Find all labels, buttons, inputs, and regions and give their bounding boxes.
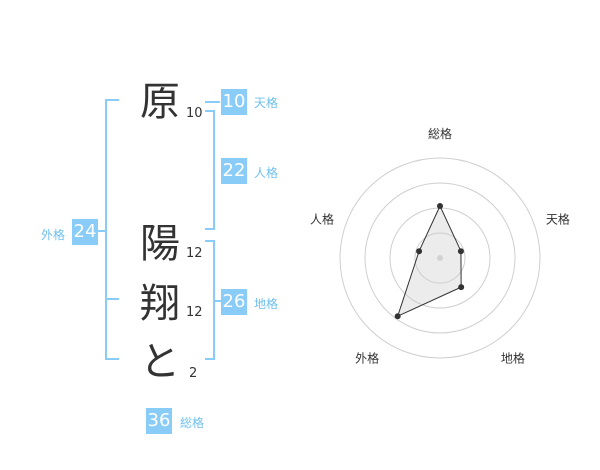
gaikaku-bracket-top — [105, 99, 119, 101]
soukaku-label: 総格 — [180, 416, 205, 430]
chikaku-label: 地格 — [254, 297, 279, 311]
radar-ring — [414, 232, 466, 284]
stroke-count-2: 12 — [186, 246, 203, 261]
stroke-count-4: 2 — [189, 366, 198, 381]
radar-ring — [339, 157, 541, 359]
gaikaku-badge: 24 — [72, 219, 98, 245]
gaikaku-label: 外格 — [41, 228, 66, 242]
radar-series — [394, 203, 465, 320]
radar-polygon — [396, 204, 462, 318]
radar-axis-label: 外格 — [355, 350, 379, 365]
stroke-count-1: 10 — [186, 106, 203, 121]
jinkaku-bracket-bottom — [205, 228, 215, 230]
radar-point — [457, 248, 464, 255]
name-char-4: と — [140, 339, 180, 385]
radar-axis-label: 人格 — [310, 212, 334, 227]
tenkaku-badge: 10 — [221, 89, 247, 115]
jinkaku-label: 人格 — [254, 166, 279, 180]
name-char-2: 陽 — [140, 221, 180, 267]
radar-point — [416, 248, 423, 255]
chikaku-badge: 26 — [221, 289, 247, 315]
radar-ring — [364, 182, 516, 334]
radar-point — [458, 284, 465, 291]
stroke-count-3: 12 — [186, 305, 203, 320]
radar-axis-label: 地格 — [501, 350, 525, 365]
radar-axis-label: 総格 — [428, 126, 452, 141]
tenkaku-stub — [205, 101, 220, 103]
soukaku-badge: 36 — [146, 408, 172, 434]
radar-center — [437, 255, 443, 261]
chikaku-bracket-top — [205, 240, 215, 242]
radar-point — [437, 203, 443, 209]
radar-axis-label: 天格 — [546, 212, 570, 227]
name-char-1: 原 — [140, 79, 180, 125]
tenkaku-label: 天格 — [254, 96, 279, 110]
gaikaku-bracket-mid — [105, 298, 119, 300]
gaikaku-bracket-vertical — [105, 99, 107, 360]
gaikaku-bracket-bottom — [105, 358, 119, 360]
jinkaku-badge: 22 — [221, 158, 247, 184]
gaikaku-bracket-stub — [98, 230, 106, 232]
chikaku-bracket-stub — [214, 300, 222, 302]
name-char-3: 翔 — [140, 281, 180, 327]
radar-point — [394, 313, 401, 320]
chikaku-bracket-bottom — [205, 358, 215, 360]
jinkaku-bracket-vertical — [213, 110, 215, 230]
jinkaku-bracket-top — [205, 110, 215, 112]
